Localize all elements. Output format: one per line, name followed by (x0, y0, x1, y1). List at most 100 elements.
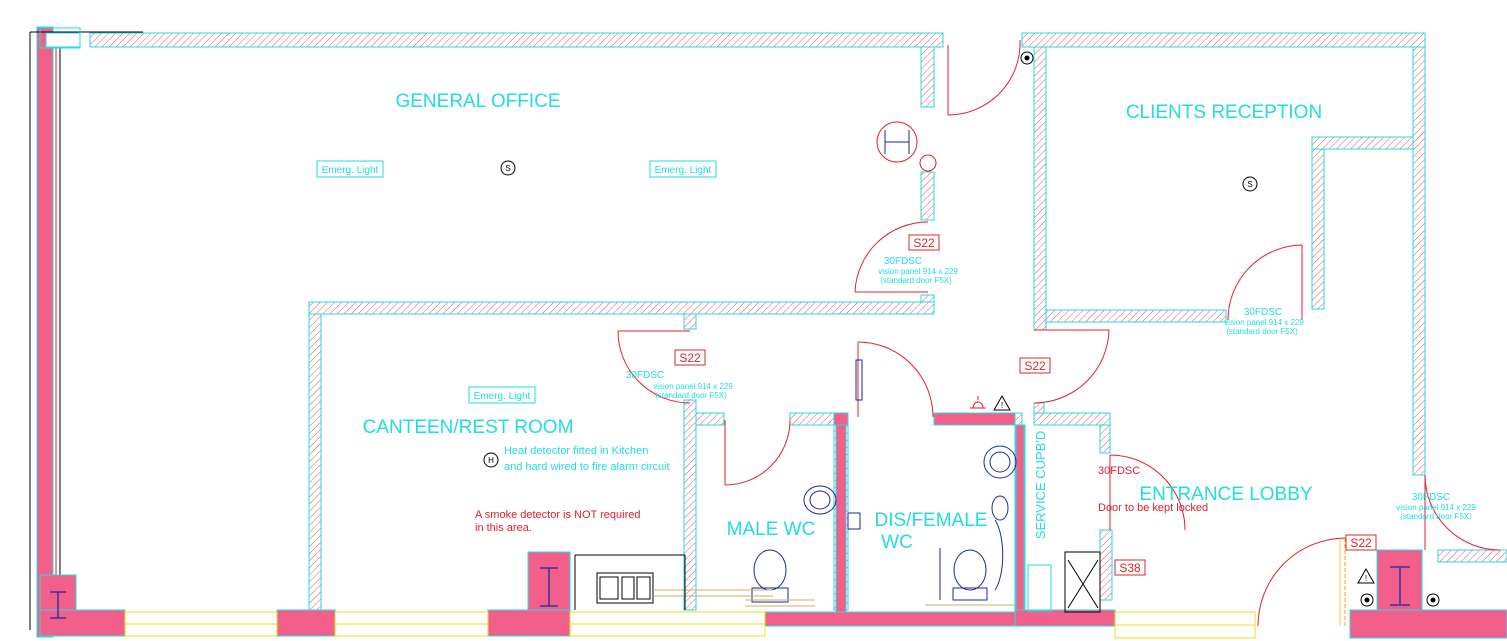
smoke-detector-reception (1242, 176, 1258, 192)
door-office-top (947, 39, 1021, 116)
column-symbols (50, 566, 1410, 619)
room-canteen: CANTEEN/REST ROOM (363, 417, 574, 438)
wall-top-office (89, 32, 944, 48)
tag-s22-office: S22 (913, 236, 935, 250)
door-tags: S22 S22 S22 S22 S38 (674, 234, 1377, 576)
room-entrance-lobby: ENTRANCE LOBBY (1139, 484, 1312, 505)
smoke-detector-reception-label: S (1247, 180, 1252, 189)
door-entrance-right (1424, 474, 1501, 551)
room-service-cupbd: SERVICE CUPB'D (1033, 431, 1048, 539)
wall-canteen-stub (683, 313, 697, 330)
wall-office-right-upper (920, 46, 935, 108)
note-heat-2: and hard wired to fire alarm circuit (504, 461, 670, 473)
emerg-light-3: Emerg. Light (474, 391, 531, 402)
wall-canteen-right (683, 399, 697, 611)
door-main-entrance (1257, 537, 1346, 627)
female-toilet (953, 549, 987, 591)
column-wc-pink-top (833, 412, 849, 426)
note-smoke-2: in this area. (475, 522, 532, 534)
wall-reception-right-outer (1412, 46, 1426, 476)
warning-icon-entrance-label: ! (1365, 574, 1367, 583)
wall-male-wc-top-right (789, 412, 836, 426)
tag-s22-canteen: S22 (679, 351, 701, 365)
note-reception-standard: (standard door F5X) (1226, 327, 1298, 336)
wall-office-bottom (308, 301, 935, 315)
wall-reception-top (1021, 32, 1426, 48)
tag-s22-entrance: S22 (1350, 536, 1372, 550)
note-reception-type: 30FDSC (1244, 307, 1282, 318)
emerg-light-1: Emerg. Light (322, 165, 379, 176)
note-lobby-locked: Door to be kept locked (1098, 502, 1208, 514)
wall-reception-inner-top (1311, 136, 1414, 150)
emerg-light-box-1 (316, 160, 384, 178)
wall-service-cupbd-left (1033, 402, 1045, 414)
warning-icon-label: ! (1001, 401, 1003, 410)
heat-detector (483, 452, 499, 468)
room-general-office: GENERAL OFFICE (395, 91, 560, 112)
wall-reception-inner-left (1311, 148, 1325, 310)
column-bottom-left-base (39, 609, 126, 637)
note-office-vision: vision panel 914 x 229 (878, 267, 958, 276)
wall-reception-bottom (1045, 309, 1227, 323)
note-canteen-vision: vision panel 914 x 229 (653, 382, 733, 391)
warning-icon-entrance (1357, 567, 1375, 584)
wall-office-right-mid (920, 171, 935, 221)
column-female-right-pink (1015, 424, 1025, 613)
note-canteen-type: 30FDSC (626, 370, 664, 381)
note-office-standard: (standard door F5X) (880, 276, 952, 285)
male-toilet (753, 549, 787, 591)
tag-s22-lobby: S22 (1024, 359, 1046, 373)
column-kitchen-base (487, 609, 571, 637)
door-male-wc (724, 419, 791, 486)
door-lobby-s22 (1033, 329, 1110, 404)
detectors: S S H ! ! (483, 160, 1375, 584)
column-entrance-base (1349, 609, 1507, 639)
smoke-detector-office-label: S (505, 164, 510, 173)
smoke-detector-office (500, 160, 516, 176)
note-reception-vision: vision panel 914 x 229 (1224, 318, 1304, 327)
note-lobby-type: 30FDSC (1098, 465, 1140, 477)
wall-lobby-top (1033, 412, 1111, 426)
column-wc-base (764, 611, 1016, 627)
emerg-light-box-2 (649, 160, 717, 178)
room-dis-female-1: DIS/FEMALE (875, 510, 988, 531)
column-wc-partition-pink (835, 424, 847, 613)
door-canteen (617, 330, 691, 404)
emerg-light-box-3 (468, 386, 536, 404)
room-male-wc: MALE WC (727, 519, 816, 540)
note-entrance-type: 30FDSC (1412, 492, 1450, 503)
wall-reception-left (1033, 46, 1047, 331)
emerg-light-2: Emerg. Light (655, 165, 712, 176)
note-entrance-vision: vision panel 914 x 229 (1396, 503, 1476, 512)
hose-reel-symbol (876, 121, 918, 163)
door-female-wc (857, 341, 934, 418)
kitchen-unit (596, 572, 654, 604)
female-basin (983, 445, 1017, 479)
room-dis-female-2: WC (881, 532, 913, 553)
service-cupboard-box (1027, 564, 1052, 612)
wall-canteen-left (308, 313, 322, 611)
column-female-pink-top (933, 412, 1016, 426)
door-reception (1227, 244, 1303, 321)
wall-s38-hatch (1099, 529, 1113, 601)
note-entrance-standard: (standard door F5X) (1400, 512, 1472, 521)
male-basin (803, 485, 837, 515)
door-notes: 30FDSC vision panel 914 x 229 (standard … (626, 256, 1477, 521)
heat-detector-label: H (488, 456, 494, 465)
warning-icon (993, 394, 1011, 411)
wall-entrance-right (1437, 549, 1507, 563)
note-office-type: 30FDSC (884, 256, 922, 267)
door-service (1109, 454, 1186, 531)
room-labels: GENERAL OFFICE CLIENTS RECEPTION CANTEEN… (363, 91, 1323, 553)
note-canteen-standard: (standard door F5X) (655, 391, 727, 400)
note-smoke-1: A smoke detector is NOT required (475, 509, 640, 521)
column-canteen-base (276, 609, 336, 637)
glazing (124, 611, 1256, 639)
fixtures (574, 51, 1440, 613)
tag-s38: S38 (1119, 561, 1141, 575)
door-office-s22 (854, 221, 929, 293)
general-notes: Heat detector fitted in Kitchen and hard… (475, 445, 670, 534)
note-heat-1: Heat detector fitted in Kitchen (504, 445, 648, 457)
emergency-lights: Emerg. Light Emerg. Light Emerg. Light (316, 160, 717, 404)
